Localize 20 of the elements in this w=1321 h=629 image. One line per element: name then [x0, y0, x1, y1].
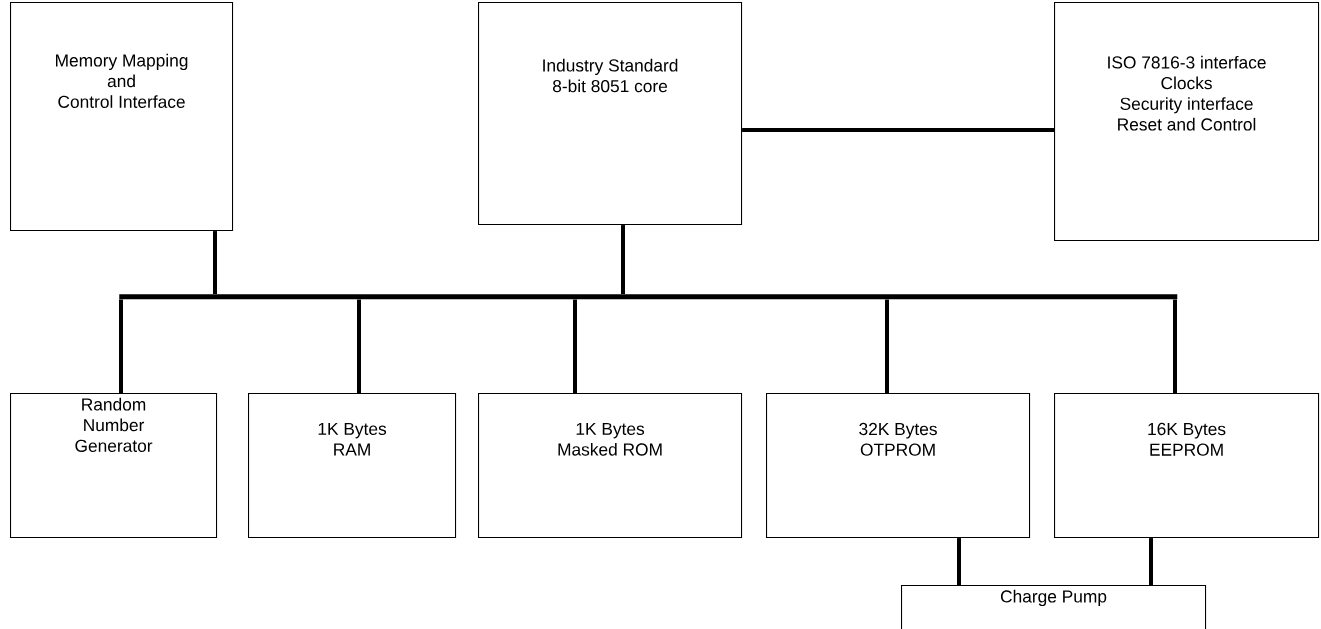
connector-line	[357, 299, 361, 393]
connector-line	[742, 128, 1054, 132]
connector-line	[1149, 538, 1153, 585]
connector-line	[1173, 299, 1177, 393]
connector-line	[885, 299, 889, 393]
connector-line	[119, 299, 123, 393]
block-box: 32K Bytes OTPROM	[766, 393, 1031, 539]
block-box: Memory Mapping and Control Interface	[10, 2, 234, 232]
connector-line	[573, 299, 577, 393]
bus-bar	[119, 294, 1178, 300]
block-box: Industry Standard 8-bit 8051 core	[478, 2, 743, 226]
block-box: ISO 7816-3 interface Clocks Security interface Reset and Control	[1054, 2, 1320, 242]
block-box: Charge Pump	[901, 585, 1207, 629]
block-box: 1K Bytes Masked ROM	[478, 393, 743, 539]
block-box: 1K Bytes RAM	[248, 393, 457, 539]
connector-line	[621, 225, 625, 294]
block-box: 16K Bytes EEPROM	[1054, 393, 1320, 539]
connector-line	[957, 538, 961, 585]
block-box: Random Number Generator	[10, 393, 218, 539]
connector-line	[213, 231, 217, 294]
